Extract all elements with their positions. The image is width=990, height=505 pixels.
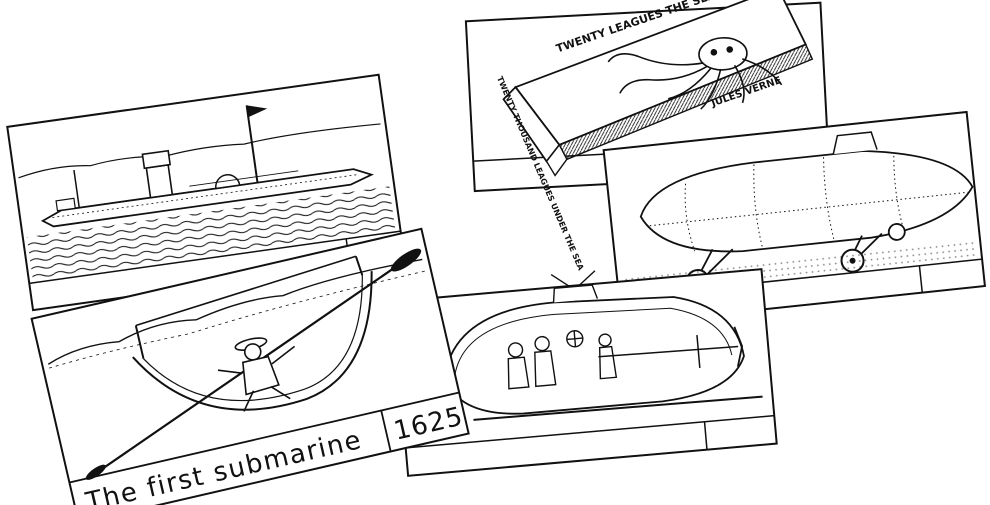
rower-figure <box>217 337 296 412</box>
octopus-drawing <box>607 37 783 110</box>
card-wheeled-submarine <box>602 110 987 326</box>
card-steam-submarine <box>6 73 406 312</box>
card-cutaway-submarine <box>391 268 778 477</box>
